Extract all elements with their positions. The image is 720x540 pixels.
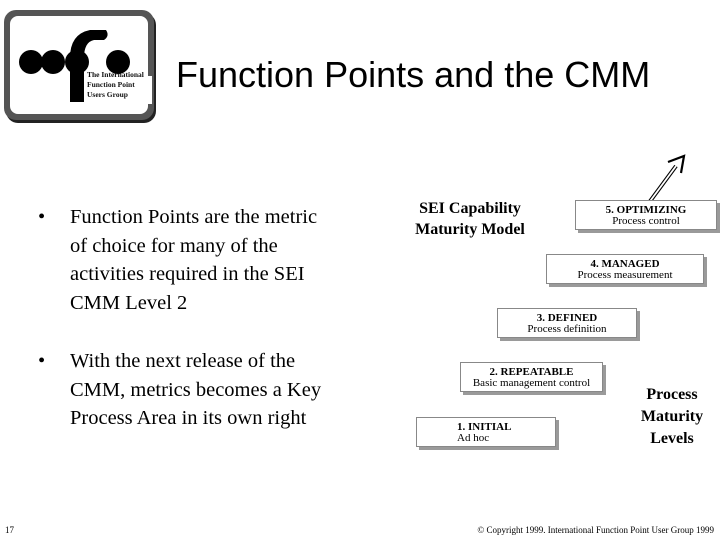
bullet-glyph: • bbox=[38, 206, 46, 228]
logo-line-3: Users Group bbox=[87, 90, 128, 99]
logo-line-2: Function Point bbox=[87, 80, 135, 89]
bullet-text: Function Points are the metric of choice… bbox=[70, 206, 318, 314]
bullet-text: With the next release of the CMM, metric… bbox=[70, 350, 322, 429]
logo-line-1: The International bbox=[87, 70, 144, 79]
level-title: 4. MANAGED bbox=[590, 258, 660, 270]
level-description: Process definition bbox=[527, 323, 607, 335]
level-title: 3. DEFINED bbox=[536, 312, 598, 324]
page-number: 17 bbox=[5, 525, 14, 535]
level-title: 2. REPEATABLE bbox=[489, 366, 574, 378]
logo-graphic bbox=[19, 30, 152, 104]
level-title: 1. INITIAL bbox=[457, 421, 512, 433]
sei-cmm-label: SEI Capability Maturity Model bbox=[415, 200, 525, 238]
maturity-level-3: 3. DEFINED Process definition bbox=[497, 308, 637, 338]
level-description: Ad hoc bbox=[457, 432, 490, 444]
maturity-level-5: 5. OPTIMIZING Process control bbox=[575, 200, 717, 230]
level-description: Process measurement bbox=[577, 269, 673, 281]
maturity-level-2: 2. REPEATABLE Basic management control bbox=[460, 362, 603, 392]
process-maturity-label: Process Maturity Levels bbox=[640, 386, 704, 447]
level-description: Process control bbox=[612, 215, 680, 227]
level-title: 5. OPTIMIZING bbox=[605, 204, 687, 216]
copyright-notice: © Copyright 1999. International Function… bbox=[477, 525, 714, 535]
logo-text: The International Function Point Users G… bbox=[87, 70, 151, 100]
ifpug-logo: The International Function Point Users G… bbox=[4, 10, 154, 120]
maturity-level-1: 1. INITIAL Ad hoc bbox=[416, 417, 556, 447]
slide-title: Function Points and the CMM bbox=[176, 54, 651, 95]
level-description: Basic management control bbox=[472, 377, 591, 389]
maturity-level-4: 4. MANAGED Process measurement bbox=[546, 254, 704, 284]
bullet-glyph: • bbox=[38, 350, 46, 372]
